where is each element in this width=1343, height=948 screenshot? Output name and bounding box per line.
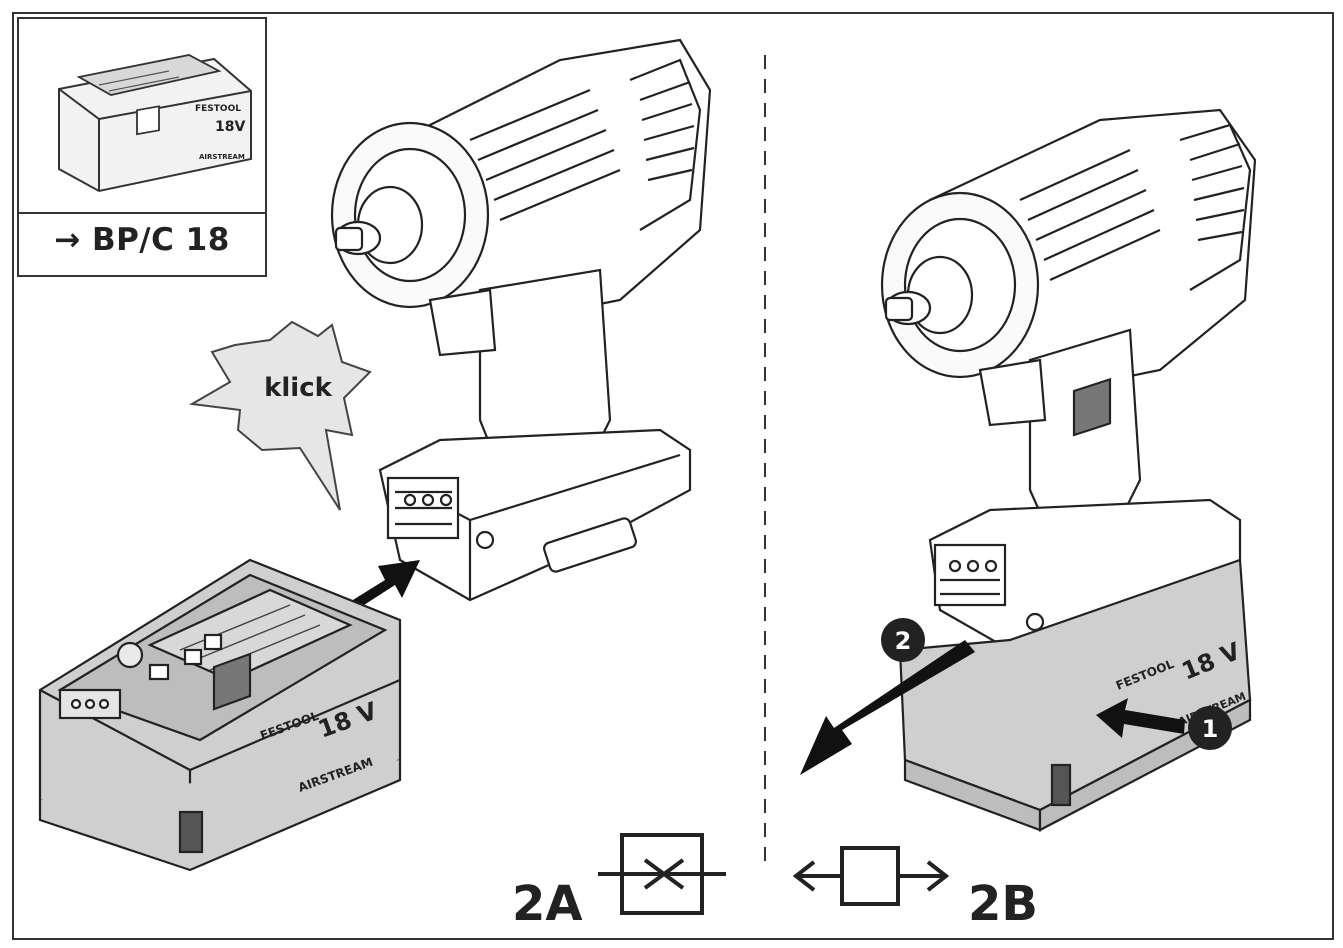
step-2-number: 2 bbox=[895, 627, 912, 655]
inset-battery-model: AIRSTREAM bbox=[199, 153, 245, 161]
inset-battery-type-label: → BP/C 18 bbox=[54, 222, 230, 258]
figure-frame bbox=[12, 12, 1334, 940]
remove-symbol-icon bbox=[792, 846, 950, 906]
step-2-badge bbox=[881, 618, 925, 662]
insert-symbol-icon bbox=[598, 833, 726, 915]
klick-label: klick bbox=[264, 373, 333, 403]
step-1-number: 1 bbox=[1202, 715, 1219, 743]
inset-battery-brand: FESTOOL bbox=[195, 104, 241, 114]
left-battery bbox=[38, 558, 402, 872]
insert-direction-arrow bbox=[340, 560, 420, 614]
left-impact-driver bbox=[330, 38, 712, 602]
press-button-arrow bbox=[1096, 698, 1185, 738]
step-1-badge bbox=[1188, 706, 1232, 750]
inset-divider bbox=[19, 212, 265, 214]
caption-2b: 2B bbox=[968, 876, 1038, 932]
battery-inset-box: FESTOOL 18V AIRSTREAM → BP/C 18 bbox=[17, 17, 267, 277]
caption-2a: 2A bbox=[512, 876, 583, 932]
remove-direction-arrow bbox=[800, 640, 975, 775]
inset-battery-illustration: FESTOOL 18V AIRSTREAM bbox=[58, 54, 252, 193]
klick-starburst: klick bbox=[188, 320, 372, 511]
right-impact-driver bbox=[880, 108, 1257, 652]
inset-battery-voltage: 18V bbox=[215, 119, 245, 135]
